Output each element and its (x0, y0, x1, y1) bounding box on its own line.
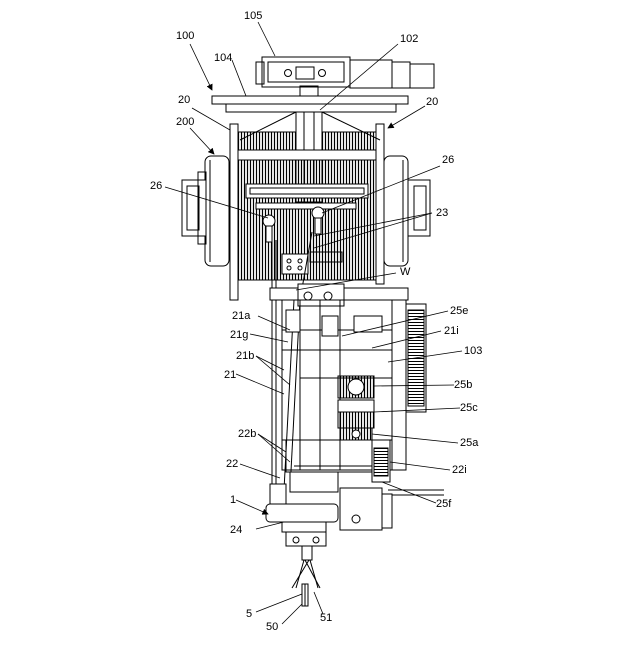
label-25e: 25e (450, 305, 468, 317)
label-103: 103 (464, 345, 482, 357)
side-plate-left-20 (230, 124, 238, 300)
label-25c: 25c (460, 402, 478, 414)
label-21: 21 (224, 369, 236, 381)
label-26-right: 26 (442, 154, 454, 166)
label-21i: 21i (444, 325, 459, 337)
label-104: 104 (214, 52, 232, 64)
label-102: 102 (400, 33, 418, 45)
gear-25b (338, 376, 374, 398)
label-200: 200 (176, 116, 194, 128)
electrode-50 (302, 584, 308, 606)
label-22b: 22b (238, 428, 256, 440)
label-105: 105 (244, 10, 262, 22)
label-22: 22 (226, 458, 238, 470)
label-51: 51 (320, 612, 332, 624)
coil-upper (238, 132, 376, 150)
label-25a: 25a (460, 437, 479, 449)
label-21b: 21b (236, 350, 254, 362)
gear-25a (340, 428, 372, 440)
gear-25c (338, 400, 374, 428)
wheel-left-200 (182, 156, 229, 266)
label-50: 50 (266, 621, 278, 633)
label-26-left: 26 (150, 180, 162, 192)
label-20-right: 20 (426, 96, 438, 108)
label-21g: 21g (230, 329, 248, 341)
label-W: W (400, 266, 411, 278)
label-1: 1 (230, 494, 236, 506)
label-100: 100 (176, 30, 194, 42)
label-22i: 22i (452, 464, 467, 476)
side-plate-right-20 (376, 124, 384, 284)
head-24 (266, 484, 338, 546)
label-24: 24 (230, 524, 242, 536)
top-mount-105 (256, 57, 434, 88)
label-21a: 21a (232, 310, 251, 322)
torch-5 (296, 546, 318, 588)
label-23: 23 (436, 207, 448, 219)
label-25f: 25f (436, 498, 452, 510)
base-plate-104 (212, 86, 408, 112)
label-20-left: 20 (178, 94, 190, 106)
label-25b: 25b (454, 379, 472, 391)
label-5: 5 (246, 608, 252, 620)
